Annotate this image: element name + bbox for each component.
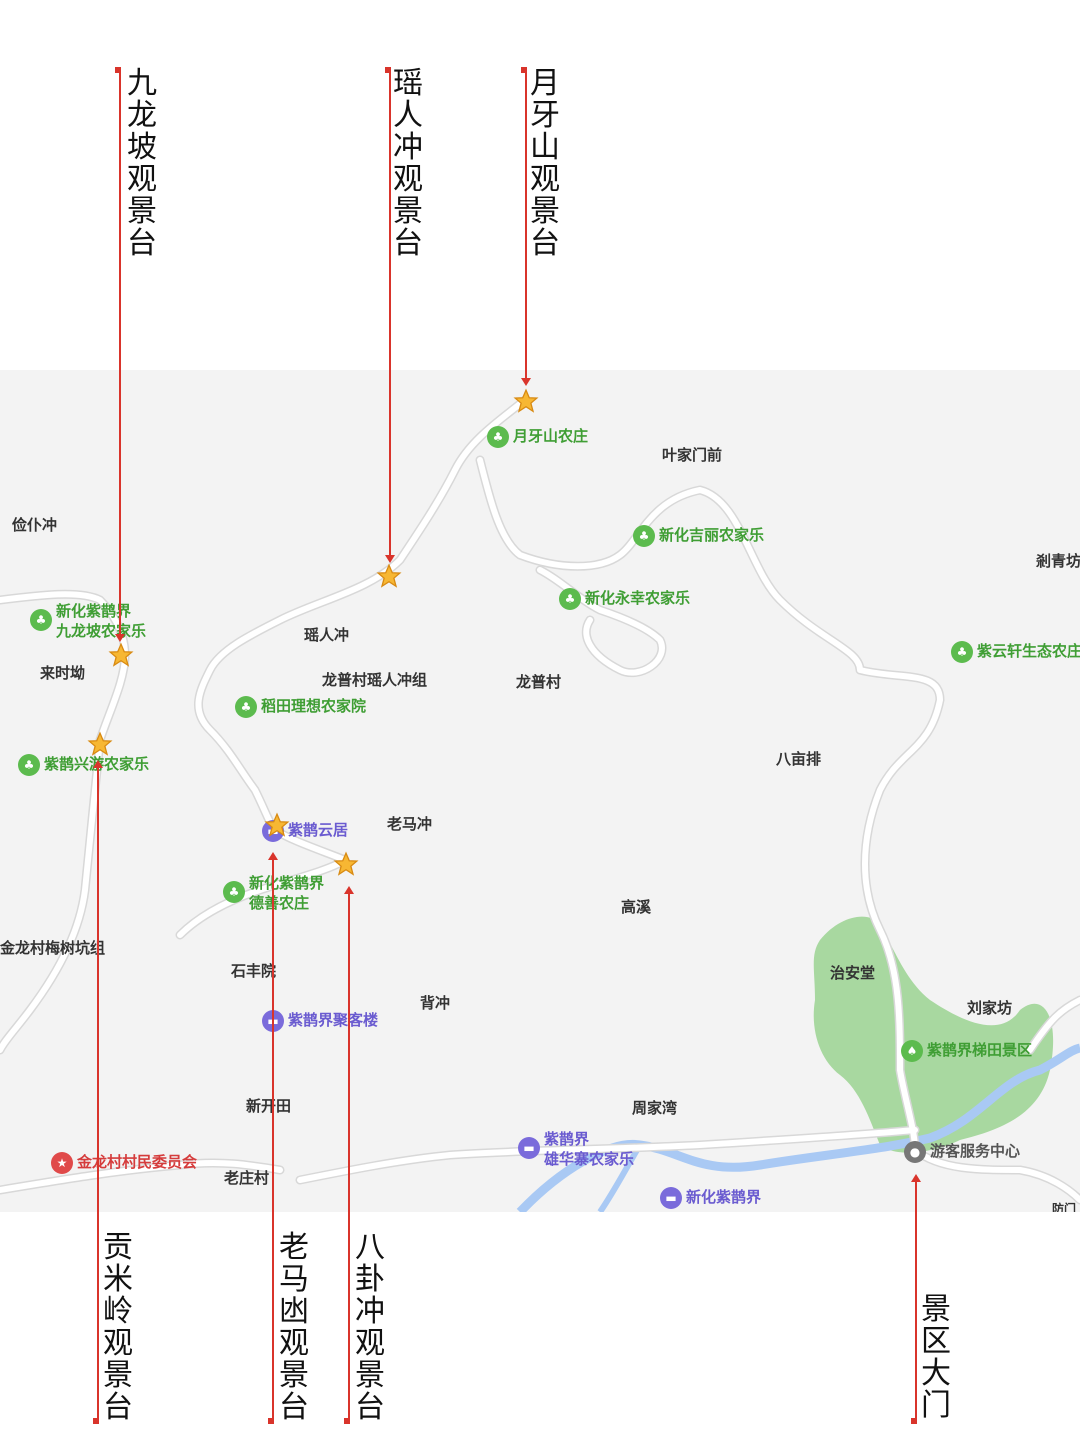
government-icon: ★ xyxy=(51,1152,73,1174)
viewpoint-star-icon[interactable] xyxy=(264,812,290,838)
poi-ziquexingyou[interactable]: ♣ 紫鹊兴游农家乐 xyxy=(18,754,149,776)
place-label: 刘家坊 xyxy=(967,999,1013,1017)
callout-line xyxy=(344,886,354,1420)
place-label: 瑶人冲 xyxy=(304,626,350,644)
farm-icon: ♣ xyxy=(951,641,973,663)
poi-daotian[interactable]: ♣ 稻田理想农家院 xyxy=(235,696,366,718)
callout-label: 九龙坡观景台 xyxy=(127,66,157,261)
poi-line1: 新化紫鹊界 xyxy=(249,874,325,892)
place-label: 石丰院 xyxy=(231,962,277,980)
farm-icon: ♣ xyxy=(559,588,581,610)
poi-deshan[interactable]: ♣ 新化紫鹊界德善农庄 xyxy=(223,873,324,913)
place-label: 防门 xyxy=(1052,1202,1077,1212)
place-label: 来时坳 xyxy=(40,664,86,682)
farm-icon: ♣ xyxy=(487,426,509,448)
callout-label: 月牙山观景台 xyxy=(530,66,560,261)
callout-label: 景区大门 xyxy=(921,1292,951,1423)
callout-cap xyxy=(911,1418,917,1424)
callout-cap xyxy=(385,67,391,73)
place-label: 周家湾 xyxy=(632,1099,678,1117)
poi-juke[interactable]: ▬ 紫鹊界聚客楼 xyxy=(262,1010,378,1032)
poi-yongxing[interactable]: ♣ 新化永幸农家乐 xyxy=(559,588,690,610)
viewpoint-star-icon[interactable] xyxy=(108,642,134,668)
poi-line2: 九龙坡农家乐 xyxy=(56,622,147,640)
place-label: 高溪 xyxy=(621,898,652,916)
scenic-area-green xyxy=(813,916,1054,1153)
poi-line2: 雄华寨农家乐 xyxy=(544,1150,635,1168)
viewpoint-star-icon[interactable] xyxy=(513,388,539,414)
callout-line xyxy=(115,70,125,642)
farm-icon: ♣ xyxy=(633,525,655,547)
farm-icon: ♣ xyxy=(223,881,245,903)
hotel-icon: ▬ xyxy=(660,1187,682,1209)
poi-jili[interactable]: ♣ 新化吉丽农家乐 xyxy=(633,525,764,547)
callout-cap xyxy=(268,1418,274,1424)
scenic-spot-icon: ♠ xyxy=(901,1040,923,1062)
callout-cap xyxy=(344,1418,350,1424)
callout-label: 老马凼观景台 xyxy=(279,1230,309,1425)
place-label: 叶家门前 xyxy=(662,446,723,464)
poi-line1: 紫鹊界 xyxy=(544,1130,590,1148)
place-label: 俭仆冲 xyxy=(12,516,58,534)
place-label: 老马冲 xyxy=(387,815,433,833)
viewpoint-star-icon[interactable] xyxy=(333,851,359,877)
place-label: 龙普村 xyxy=(516,673,562,691)
callout-line xyxy=(93,760,103,1420)
callout-line xyxy=(385,70,395,563)
place-label: 剎青坊 xyxy=(1036,552,1080,570)
callout-label: 贡米岭观景台 xyxy=(103,1230,133,1425)
callout-line xyxy=(521,70,531,386)
callout-label: 八卦冲观景台 xyxy=(355,1230,385,1425)
info-point-icon: ● xyxy=(904,1141,926,1163)
callout-cap xyxy=(115,67,121,73)
viewpoint-star-icon[interactable] xyxy=(376,563,402,589)
map-area[interactable]: 俭仆冲 叶家门前 剎青坊 瑶人冲 龙普村瑶人冲组 龙普村 来时坳 八亩排 老马冲… xyxy=(0,370,1080,1212)
poi-visitor-center[interactable]: ● 游客服务中心 xyxy=(904,1141,1020,1163)
poi-ziquejie-bottom[interactable]: ▬ 新化紫鹊界 xyxy=(660,1187,761,1209)
poi-line1: 新化紫鹊界 xyxy=(56,602,132,620)
poi-xionghuazhai[interactable]: ▬ 紫鹊界雄华寨农家乐 xyxy=(518,1129,634,1169)
place-label: 背冲 xyxy=(420,994,451,1012)
place-label: 金龙村梅树坑组 xyxy=(0,939,106,957)
place-label: 老庄村 xyxy=(224,1169,270,1187)
hotel-icon: ▬ xyxy=(518,1137,540,1159)
viewpoint-star-icon[interactable] xyxy=(87,731,113,757)
place-label: 八亩排 xyxy=(776,750,822,768)
farm-icon: ♣ xyxy=(235,696,257,718)
poi-village-committee[interactable]: ★ 金龙村村民委员会 xyxy=(51,1152,197,1174)
poi-ziyunxuan[interactable]: ♣ 紫云轩生态农庄 xyxy=(951,641,1080,663)
callout-label: 瑶人冲观景台 xyxy=(393,66,423,261)
road-network xyxy=(0,395,1080,1212)
poi-titian[interactable]: ♠ 紫鹊界梯田景区 xyxy=(901,1040,1032,1062)
place-label: 治安堂 xyxy=(830,964,876,982)
farm-icon: ♣ xyxy=(30,609,52,631)
poi-jiulong-farm[interactable]: ♣ 新化紫鹊界九龙坡农家乐 xyxy=(30,601,146,641)
callout-line xyxy=(268,852,278,1420)
place-label: 龙普村瑶人冲组 xyxy=(322,671,428,689)
poi-yueyashan-farm[interactable]: ♣ 月牙山农庄 xyxy=(487,426,588,448)
poi-line2: 德善农庄 xyxy=(249,894,310,912)
farm-icon: ♣ xyxy=(18,754,40,776)
callout-cap xyxy=(521,67,527,73)
place-label: 新开田 xyxy=(246,1097,292,1115)
callout-cap xyxy=(93,1418,99,1424)
callout-line xyxy=(911,1174,921,1420)
